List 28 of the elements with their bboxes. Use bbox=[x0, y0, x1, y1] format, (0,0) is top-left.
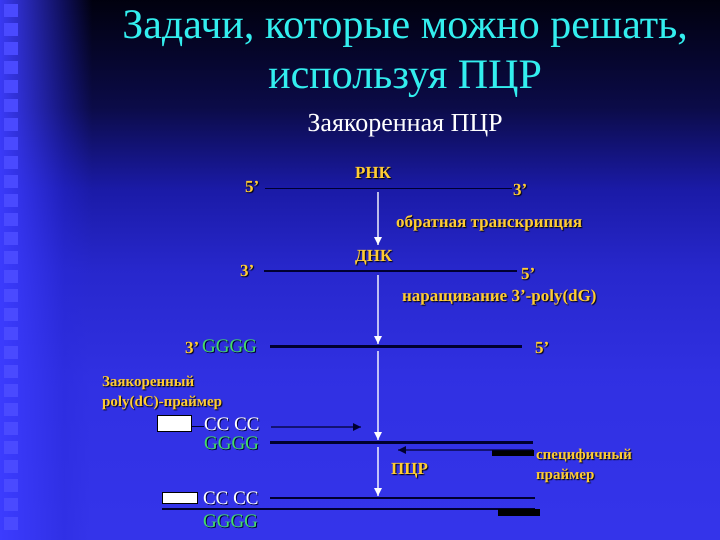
strand-end-label: 3’ bbox=[513, 180, 528, 199]
sequence-label: CC CC bbox=[204, 415, 260, 434]
sequence-label: GGGG bbox=[203, 512, 258, 531]
edge-label: наращивание 3’-poly(dG) bbox=[402, 286, 596, 305]
arrow bbox=[374, 447, 382, 496]
strand-line bbox=[162, 508, 535, 510]
strand-end-label: 3’ bbox=[185, 338, 200, 357]
arrow bbox=[374, 351, 382, 440]
sequence-label: CC CC bbox=[203, 489, 258, 508]
primer-label: Заякоренный poly(dC)-праймер bbox=[102, 373, 224, 412]
strand-line bbox=[270, 345, 522, 348]
sequence-label: GGGG bbox=[202, 337, 257, 356]
arrow bbox=[374, 192, 382, 245]
strand-end-label: 5’ bbox=[521, 264, 536, 283]
strand-end-label: 5’ bbox=[245, 177, 260, 196]
strand-line bbox=[270, 441, 533, 444]
strand-end-label: 3’ bbox=[240, 261, 254, 280]
edge-label: ПЦР bbox=[391, 459, 428, 478]
strand-line: РНК bbox=[265, 163, 512, 189]
primer-label: специфичный праймер bbox=[536, 446, 633, 485]
slide-subtitle: Заякоренная ПЦР bbox=[306, 108, 504, 138]
sequence-label: GGGG bbox=[204, 434, 259, 453]
strand-end-label: 5’ bbox=[535, 338, 550, 357]
strand-line bbox=[270, 497, 535, 499]
strand-line: ДНК bbox=[264, 246, 517, 272]
edge-label: обратная транскрипция bbox=[396, 212, 582, 231]
slide-title: Задачи, которые можно решать, используя ПЦР bbox=[121, 1, 689, 100]
arrow bbox=[374, 275, 382, 344]
